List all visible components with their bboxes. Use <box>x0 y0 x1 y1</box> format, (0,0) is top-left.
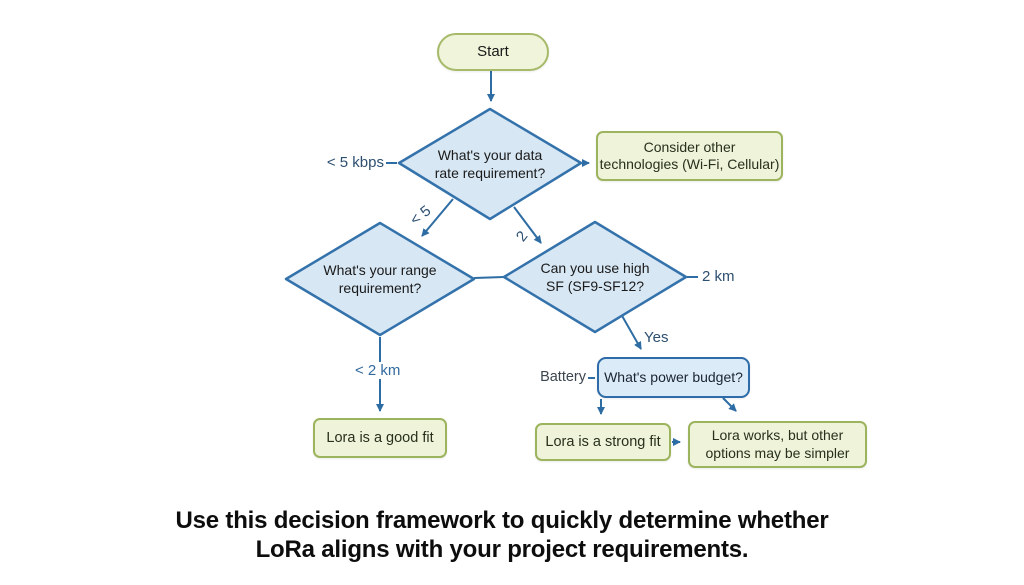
decision-data-rate-line1: What's your data <box>437 147 543 163</box>
decision-range <box>284 221 476 337</box>
works-other-line2: options may be simpler <box>705 444 850 461</box>
works-other-line1: Lora works, but other <box>711 427 844 443</box>
decision-data-rate <box>397 107 583 221</box>
good-fit-label: Lora is a good fit <box>326 429 434 446</box>
decision-high-sf-line2: SF (SF9-SF12? <box>545 278 645 295</box>
edge-label-yes: Yes <box>644 329 669 346</box>
strong-fit-label: Lora is a strong fit <box>545 433 661 450</box>
good-fit-node: Lora is a good fit <box>313 418 447 458</box>
edge-datarate-to-highsf <box>513 206 542 244</box>
consider-other-line1: Consider other <box>643 138 736 155</box>
consider-other-node: Consider other technologies (Wi-Fi, Cell… <box>596 131 783 181</box>
edge-label-battery: Battery <box>540 369 586 385</box>
decision-high-sf-text: Can you use high SF (SF9-SF12? <box>505 259 685 295</box>
decision-data-rate-text: What's your data rate requirement? <box>400 146 580 182</box>
edge-label-2km: 2 km <box>702 268 735 285</box>
edge-power-to-works <box>722 397 737 412</box>
edge-label-lt2km: < 2 km <box>352 362 404 379</box>
decision-high-sf-line1: Can you use high <box>540 260 650 276</box>
edge-highsf-to-power <box>620 313 642 350</box>
start-node: Start <box>437 33 549 71</box>
consider-other-line2: technologies (Wi-Fi, Cellular) <box>599 156 780 172</box>
decision-range-line1: What's your range <box>323 262 437 278</box>
caption-line1: Use this decision framework to quickly d… <box>175 507 829 534</box>
strong-fit-node: Lora is a strong fit <box>535 423 671 461</box>
edge-range-to-highsf <box>473 276 505 279</box>
edge-datarate-to-range <box>421 198 454 237</box>
caption: Use this decision framework to quickly d… <box>0 506 1004 564</box>
decision-range-text: What's your range requirement? <box>290 261 470 297</box>
works-other-node: Lora works, but other options may be sim… <box>688 421 867 468</box>
decision-data-rate-line2: rate requirement? <box>434 165 546 182</box>
edge-label-lt5kbps: < 5 kbps <box>326 154 384 171</box>
caption-line2: LoRa aligns with your project requiremen… <box>255 536 749 563</box>
decision-high-sf <box>502 220 688 334</box>
power-budget-label: What's power budget? <box>604 368 743 385</box>
start-label: Start <box>477 42 509 60</box>
decision-range-line2: requirement? <box>338 280 422 297</box>
power-budget-node: What's power budget? <box>597 357 750 398</box>
